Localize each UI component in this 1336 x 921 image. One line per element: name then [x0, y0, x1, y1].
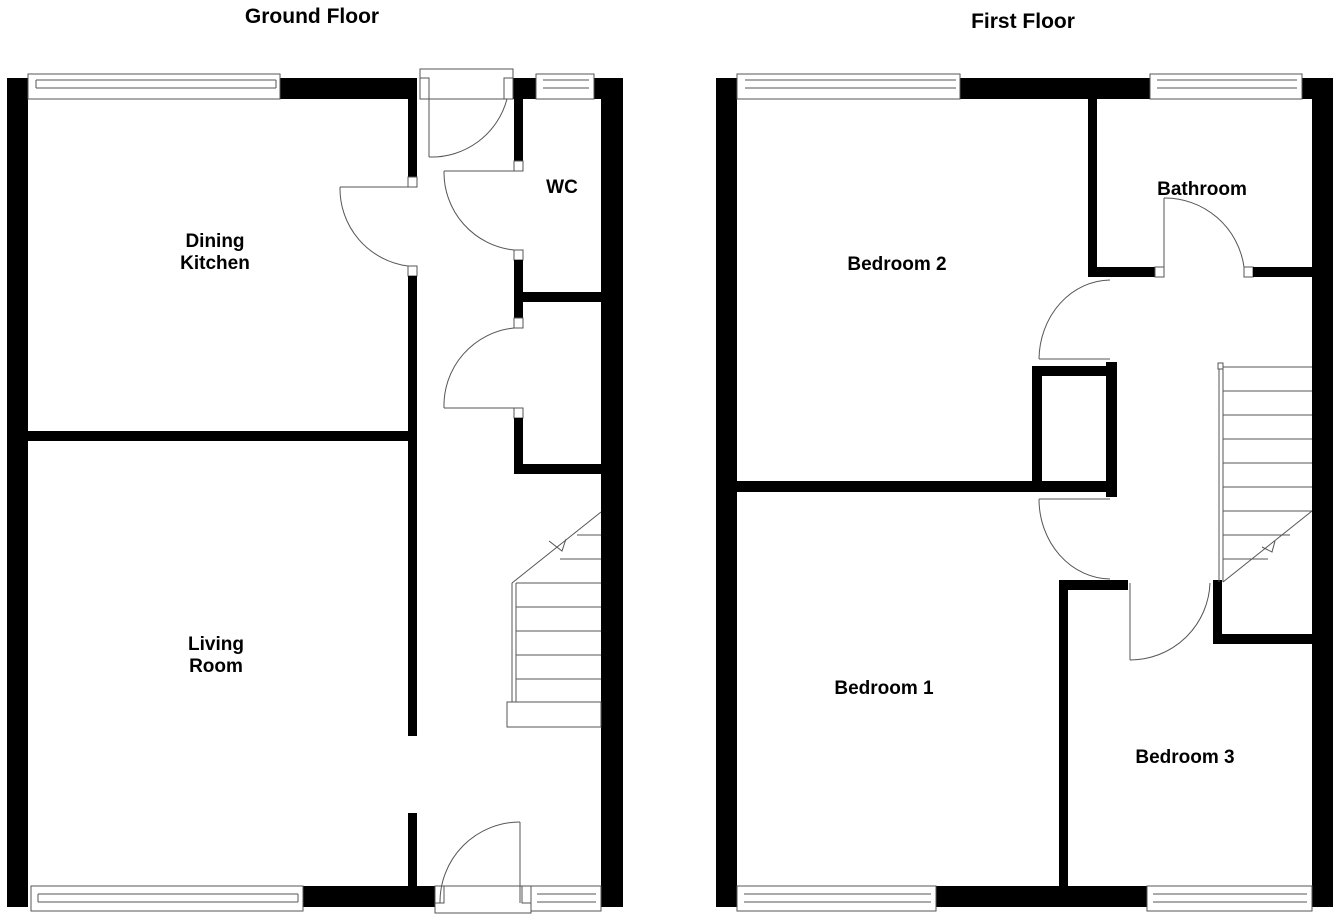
ground-floor-title: Ground Floor: [244, 5, 380, 28]
window-bedroom-3: [1146, 885, 1313, 912]
room-label-bathroom: Bathroom: [1157, 179, 1247, 200]
door-bathroom: [1163, 197, 1245, 268]
back-door: [419, 68, 514, 158]
window-bathroom: [1149, 73, 1303, 100]
window-bedroom-2: [736, 73, 961, 100]
door-wc: [443, 170, 515, 251]
door-cupboard: [443, 327, 515, 409]
window-wc: [535, 73, 595, 100]
door-bedroom-1: [1038, 498, 1111, 580]
window-living: [30, 885, 304, 912]
room-label-living-room: Living Room: [188, 634, 244, 677]
room-label-bedroom-1: Bedroom 1: [834, 678, 934, 699]
door-bedroom-2: [1038, 279, 1111, 360]
window-bedroom-1: [736, 885, 937, 912]
wall-top: [280, 78, 417, 99]
door-kitchen: [339, 186, 409, 267]
wall-bottom: [303, 886, 435, 907]
wall-left: [7, 78, 28, 898]
staircase-first: [1217, 362, 1313, 583]
door-bedroom-3: [1129, 582, 1211, 661]
first-floor-plan: [716, 73, 1333, 912]
first-floor-title: First Floor: [971, 10, 1075, 33]
room-label-bedroom-3: Bedroom 3: [1135, 747, 1235, 768]
wall-kitchen-living: [28, 431, 409, 441]
cupboard-first-floor: [1106, 362, 1117, 497]
front-door: [434, 821, 532, 914]
window-kitchen: [27, 73, 281, 100]
wall-right: [601, 78, 623, 898]
room-label-dining-kitchen: Dining Kitchen: [180, 231, 250, 274]
staircase-ground: [506, 511, 602, 728]
ground-floor-plan: [7, 68, 623, 914]
room-label-wc: WC: [546, 177, 578, 198]
room-label-bedroom-2: Bedroom 2: [847, 254, 947, 275]
window-hall-front: [530, 885, 602, 912]
